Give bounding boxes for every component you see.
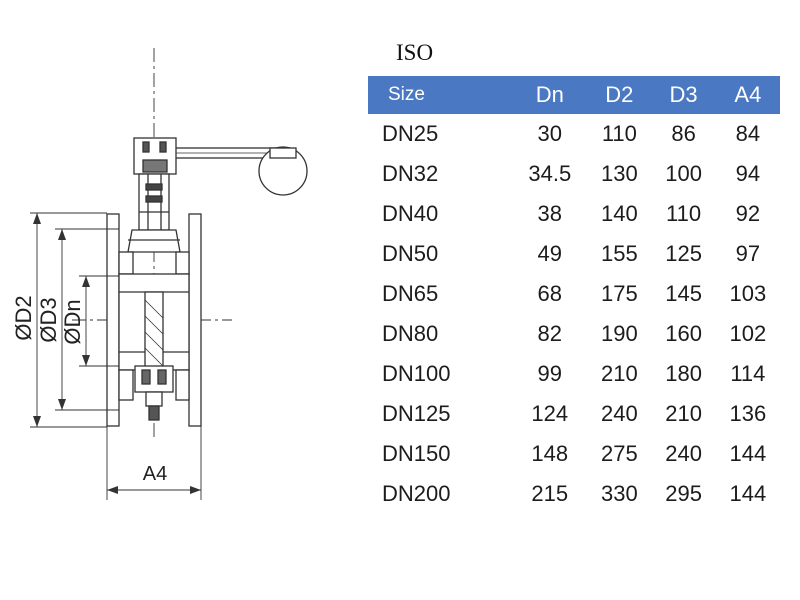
standard-title: ISO (396, 40, 434, 65)
cell-d2: 130 (600, 161, 638, 186)
cell-a4: 97 (735, 241, 761, 266)
cell-d3: 110 (666, 201, 702, 226)
cell-d3: 240 (665, 441, 702, 466)
cell-d3: 125 (665, 241, 702, 266)
cell-size: DN100 (382, 361, 451, 386)
dn-dimension-label: ØDn (60, 299, 85, 344)
column-header-a4: A4 (715, 76, 780, 114)
column-header-d2: D2 (587, 76, 652, 114)
d2-dimension-label: ØD2 (11, 295, 36, 340)
cell-dn: 38 (537, 201, 563, 226)
cell-size: DN32 (382, 161, 439, 186)
table-row: DN25 30 110 86 84 (368, 114, 780, 154)
column-header-dn: Dn (512, 76, 588, 114)
cell-a4: 103 (729, 281, 767, 306)
dimension-table: Size Dn D2 D3 A4 DN25 30 110 86 84 DN32 … (368, 76, 780, 514)
cell-dn: 34.5 (528, 161, 572, 186)
cell-size: DN125 (382, 401, 451, 426)
cell-d2: 240 (600, 401, 638, 426)
table-row: DN150 148 275 240 144 (368, 434, 780, 474)
cell-dn: 82 (537, 321, 563, 346)
cell-d2: 190 (600, 321, 638, 346)
table-row: DN125 124 240 210 136 (368, 394, 780, 434)
cell-d3: 295 (665, 481, 702, 506)
d3-dimension-label: ØD3 (36, 297, 61, 342)
cell-d2: 155 (600, 241, 638, 266)
table-header-row: Size Dn D2 D3 A4 (368, 76, 780, 114)
cell-d2: 110 (601, 121, 637, 146)
cell-a4: 144 (729, 441, 767, 466)
cell-d3: 160 (665, 321, 702, 346)
cell-a4: 144 (729, 481, 767, 506)
cell-dn: 99 (537, 361, 563, 386)
cell-size: DN40 (382, 201, 439, 226)
cell-a4: 84 (735, 121, 761, 146)
cell-d2: 140 (600, 201, 638, 226)
table-row: DN80 82 190 160 102 (368, 314, 780, 354)
cell-size: DN150 (382, 441, 451, 466)
cell-size: DN25 (382, 121, 439, 146)
table-row: DN32 34.5 130 100 94 (368, 154, 780, 194)
cell-size: DN200 (382, 481, 451, 506)
cell-d3: 100 (665, 161, 702, 186)
cell-a4: 102 (729, 321, 767, 346)
cell-a4: 114 (730, 361, 766, 386)
cell-d2: 330 (600, 481, 638, 506)
cell-size: DN80 (382, 321, 439, 346)
table-row: DN100 99 210 180 114 (368, 354, 780, 394)
cell-dn: 68 (537, 281, 563, 306)
cell-d2: 275 (600, 441, 638, 466)
cell-dn: 148 (531, 441, 569, 466)
cell-size: DN50 (382, 241, 439, 266)
column-header-size: Size (368, 76, 513, 114)
table-row: DN50 49 155 125 97 (368, 234, 780, 274)
column-header-d3: D3 (651, 76, 716, 114)
table-row: DN200 215 330 295 144 (368, 474, 780, 514)
cell-d3: 86 (671, 121, 696, 146)
cell-dn: 30 (537, 121, 563, 146)
cell-dn: 215 (531, 481, 569, 506)
cell-size: DN65 (382, 281, 439, 306)
cell-d3: 145 (665, 281, 702, 306)
cell-d2: 210 (600, 361, 638, 386)
cell-d3: 180 (665, 361, 702, 386)
a4-dimension-label: A4 (143, 463, 167, 485)
cell-a4: 94 (735, 161, 761, 186)
cell-d3: 210 (665, 401, 702, 426)
cell-a4: 136 (729, 401, 767, 426)
table-row: DN40 38 140 110 92 (368, 194, 780, 234)
cell-d2: 175 (600, 281, 638, 306)
butterfly-valve-drawing: ØD2 ØD3 ØDn A4 (11, 48, 308, 500)
table-row: DN65 68 175 145 103 (368, 274, 780, 314)
cell-a4: 92 (735, 201, 761, 226)
cell-dn: 124 (531, 401, 569, 426)
cell-dn: 49 (537, 241, 563, 266)
